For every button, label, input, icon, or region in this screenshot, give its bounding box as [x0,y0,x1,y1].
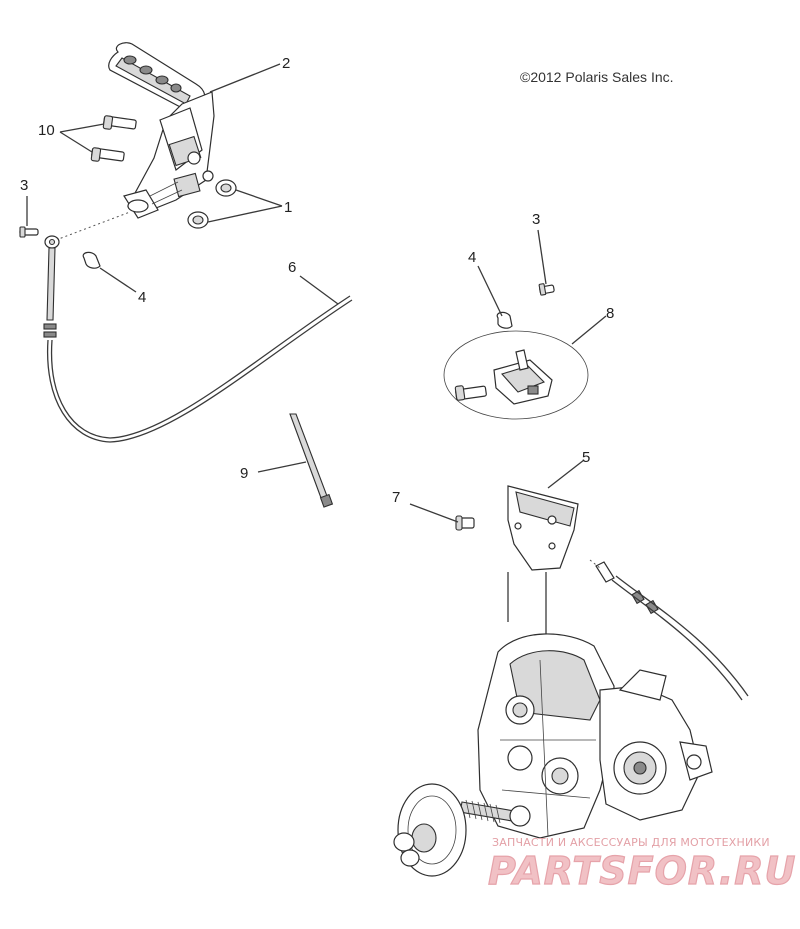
callout-10: 10 [38,122,55,139]
callout-7: 7 [392,489,400,506]
shift-rod [289,413,334,508]
copyright-text: ©2012 Polaris Sales Inc. [520,69,674,85]
callout-5: 5 [582,449,590,466]
shift-cable-end [589,559,749,701]
bolt-10-lower [90,147,125,162]
clip-4-right [496,311,513,329]
callout-9: 9 [240,465,248,482]
pin-3-right [538,283,555,296]
bolt-10-upper [102,115,137,130]
callout-8: 8 [606,305,614,322]
callout-1: 1 [284,199,292,216]
nut-1-upper [215,179,237,197]
mounting-bracket-5 [507,485,579,636]
callout-2: 2 [282,55,290,72]
callout-6: 6 [288,259,296,276]
brake-disc [393,783,467,877]
callout-4-left: 4 [138,289,146,306]
callout-4-right: 4 [468,249,476,266]
nut-1-lower [187,211,209,229]
callout-3-left: 3 [20,177,28,194]
linkage-assembly-8 [443,330,589,420]
brake-cable [43,235,353,443]
watermark-logo: PARTSFOR.RU [488,849,796,893]
bolt-7 [455,515,475,531]
parking-brake-lever [108,42,215,219]
watermark-tagline: ЗАПЧАСТИ И АКСЕССУАРЫ ДЛЯ МОТОТЕХНИКИ [492,836,770,849]
clip-4-left [82,251,101,269]
pin-3-left [19,226,39,238]
transmission [459,633,713,839]
callout-3-right: 3 [532,211,540,228]
